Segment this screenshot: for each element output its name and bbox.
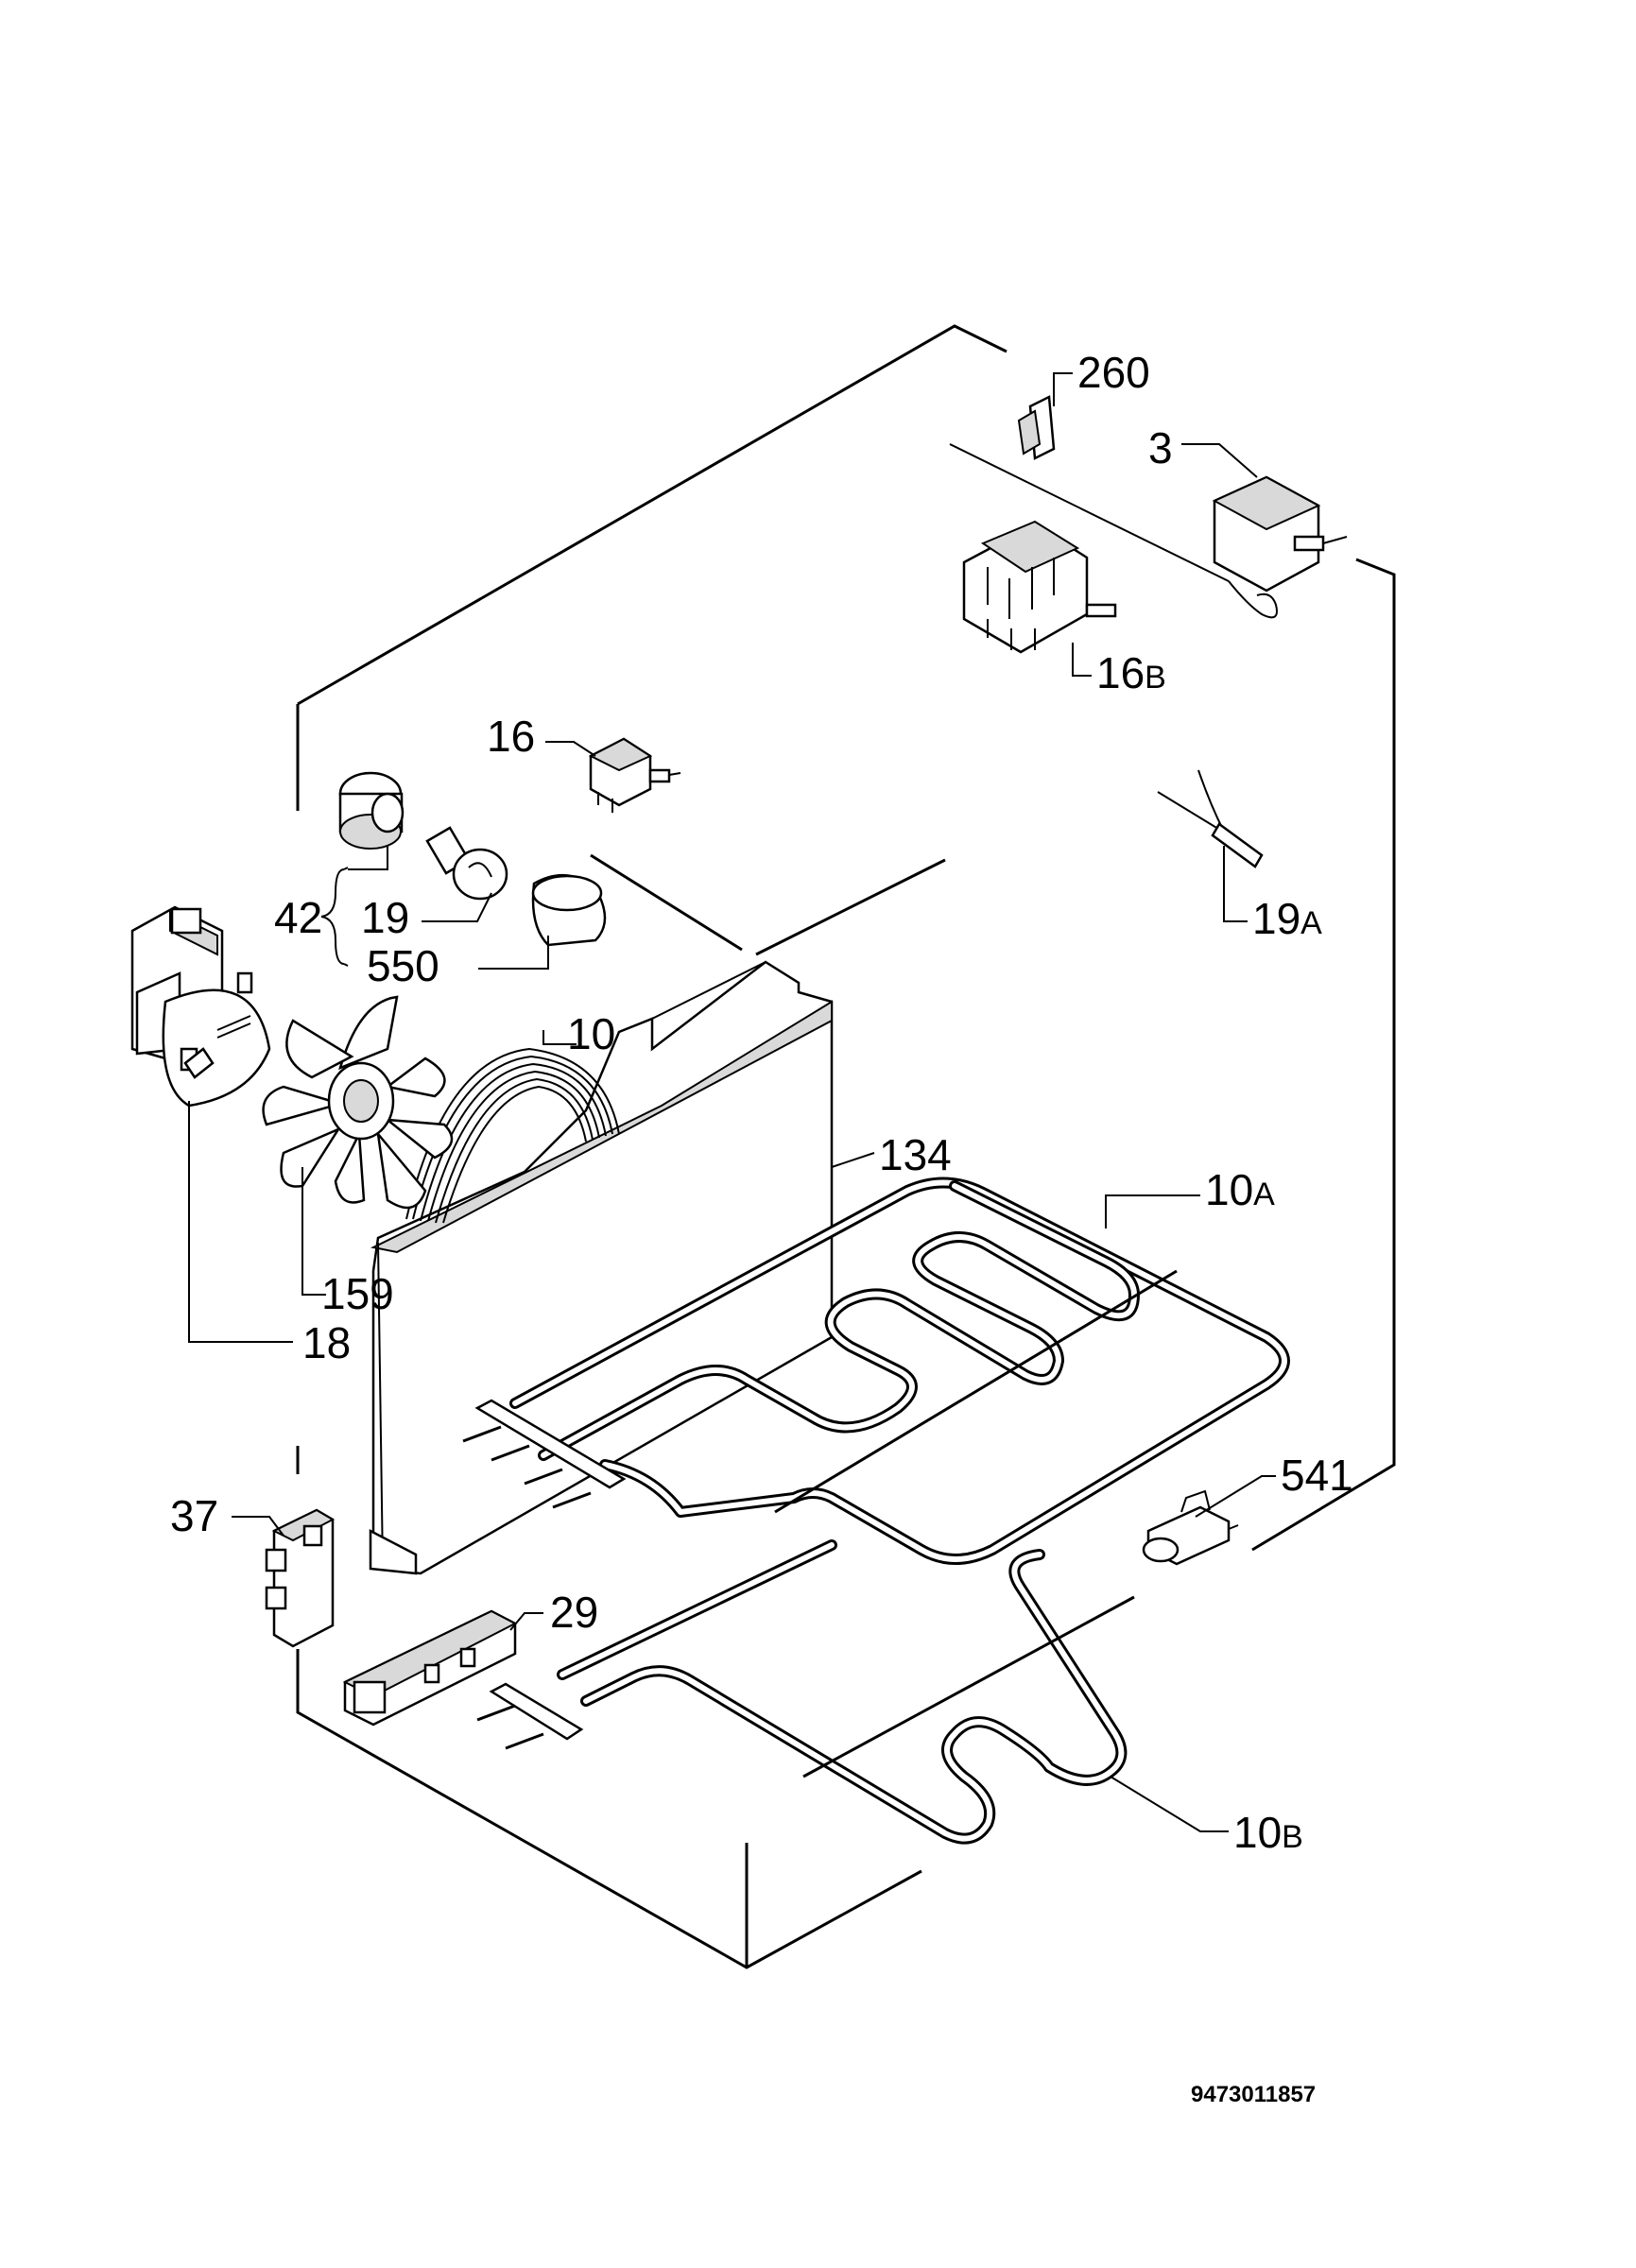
selector-switch-16B [962,520,1117,654]
label-3: 3 [1148,423,1173,472]
label-10B: 10B [1233,1808,1303,1857]
label-10A: 10A [1205,1165,1275,1214]
clip-260 [1017,395,1056,460]
label-37: 37 [170,1491,218,1540]
back-panel-134 [369,960,834,1575]
oven-cavity-outline [296,324,1396,1969]
switch-16 [588,737,681,813]
label-16B: 16B [1096,648,1166,697]
bottom-heating-element-10B [476,1539,1135,1845]
lamp-bulb-19 [425,826,508,901]
terminal-block-37 [265,1508,336,1648]
label-16: 16 [487,712,535,761]
label-42: 42 [274,893,322,942]
label-29: 29 [550,1588,598,1637]
label-260: 260 [1077,348,1150,397]
fan-motor-18 [130,905,271,1108]
label-19: 19 [361,893,409,942]
lamp-cover-550 [531,873,607,947]
thermal-cutout-541 [1142,1489,1239,1566]
label-19A: 19A [1252,894,1322,943]
label-159: 159 [321,1269,394,1318]
document-number: 9473011857 [1191,2082,1316,2107]
label-10: 10 [567,1009,615,1058]
label-18: 18 [302,1318,351,1367]
fan-blade-159 [262,995,454,1210]
label-541: 541 [1281,1451,1353,1500]
callout-labels: 260 3 16B 16 19A 42 19 550 10 134 10A 15… [170,348,1353,1857]
label-550: 550 [367,941,439,990]
thermostat-3 [949,443,1348,619]
top-heating-element-10A [462,1177,1290,1565]
lamp-holder-42 [338,771,405,850]
timer-module-29 [342,1609,518,1727]
temperature-sensor-19A [1157,769,1264,868]
leader-lines [188,372,1276,1832]
label-134: 134 [879,1130,952,1179]
